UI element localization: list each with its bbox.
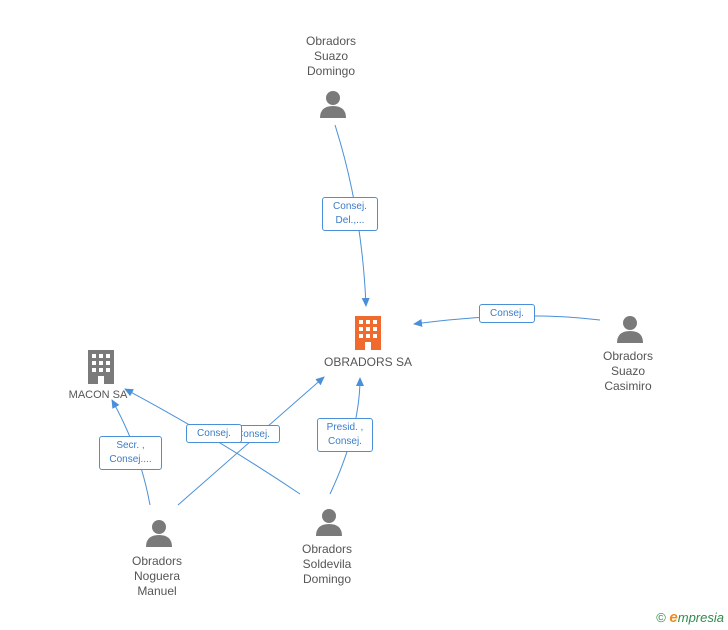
person-icon[interactable]: [617, 316, 643, 343]
person-icon[interactable]: [146, 520, 172, 547]
copyright-symbol: ©: [656, 610, 666, 625]
building-icon[interactable]: [88, 350, 114, 384]
node-label-suazo-casimiro[interactable]: Obradors Suazo Casimiro: [602, 349, 654, 393]
node-label-suazo-domingo[interactable]: Obradors Suazo Domingo: [305, 34, 357, 78]
person-icon[interactable]: [320, 91, 346, 118]
brand-logo-text: mpresia: [677, 610, 724, 625]
edge-label-suazo-casimiro[interactable]: Consej.: [479, 304, 535, 323]
node-label-soldevila-domingo[interactable]: Obradors Soldevila Domingo: [301, 542, 353, 586]
node-label-obradors-sa[interactable]: OBRADORS SA: [323, 355, 413, 369]
node-label-noguera-manuel[interactable]: Obradors Noguera Manuel: [131, 554, 183, 598]
brand-logo-letter: e: [669, 609, 678, 626]
person-icon[interactable]: [316, 509, 342, 536]
building-icon[interactable]: [355, 316, 381, 350]
node-label-macon-sa[interactable]: MACON SA: [68, 389, 128, 401]
edge-label-noguera-obradors[interactable]: Consej.: [186, 424, 242, 443]
brand-watermark: © empresia: [656, 609, 724, 626]
edge-label-suazo-domingo[interactable]: Consej. Del.,...: [322, 197, 378, 231]
edge-label-soldevila-obradors[interactable]: Presid. , Consej.: [317, 418, 373, 452]
edge-label-noguera-macon[interactable]: Secr. , Consej....: [99, 436, 162, 470]
